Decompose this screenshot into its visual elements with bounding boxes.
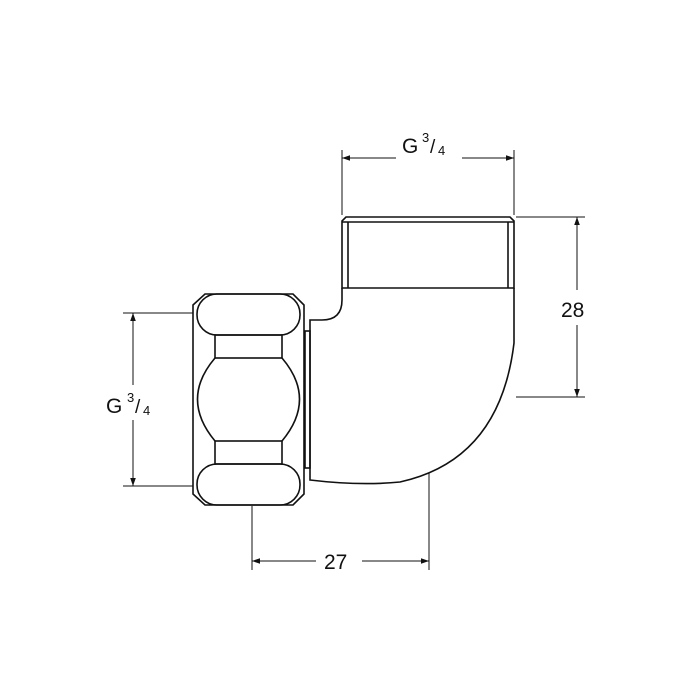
union-nut	[192, 293, 305, 506]
elbow-body	[304, 288, 515, 485]
depth-label: 27	[324, 551, 347, 574]
top-thread-label: G 3 / 4	[402, 130, 445, 158]
depth-dimension	[251, 473, 430, 570]
svg-text:4: 4	[143, 403, 150, 418]
left-thread-dimension	[123, 312, 193, 487]
svg-text:3: 3	[127, 390, 134, 405]
left-thread-label: G 3 / 4	[106, 390, 150, 418]
svg-text:G: G	[106, 395, 122, 418]
svg-text:/: /	[135, 397, 141, 418]
svg-text:3: 3	[422, 130, 429, 145]
male-thread	[341, 216, 515, 289]
height-label: 28	[561, 299, 584, 322]
top-thread-dimension	[341, 150, 515, 215]
svg-text:/: /	[430, 137, 436, 158]
svg-text:4: 4	[438, 143, 445, 158]
height-dimension	[516, 216, 585, 398]
svg-text:G: G	[402, 135, 418, 158]
